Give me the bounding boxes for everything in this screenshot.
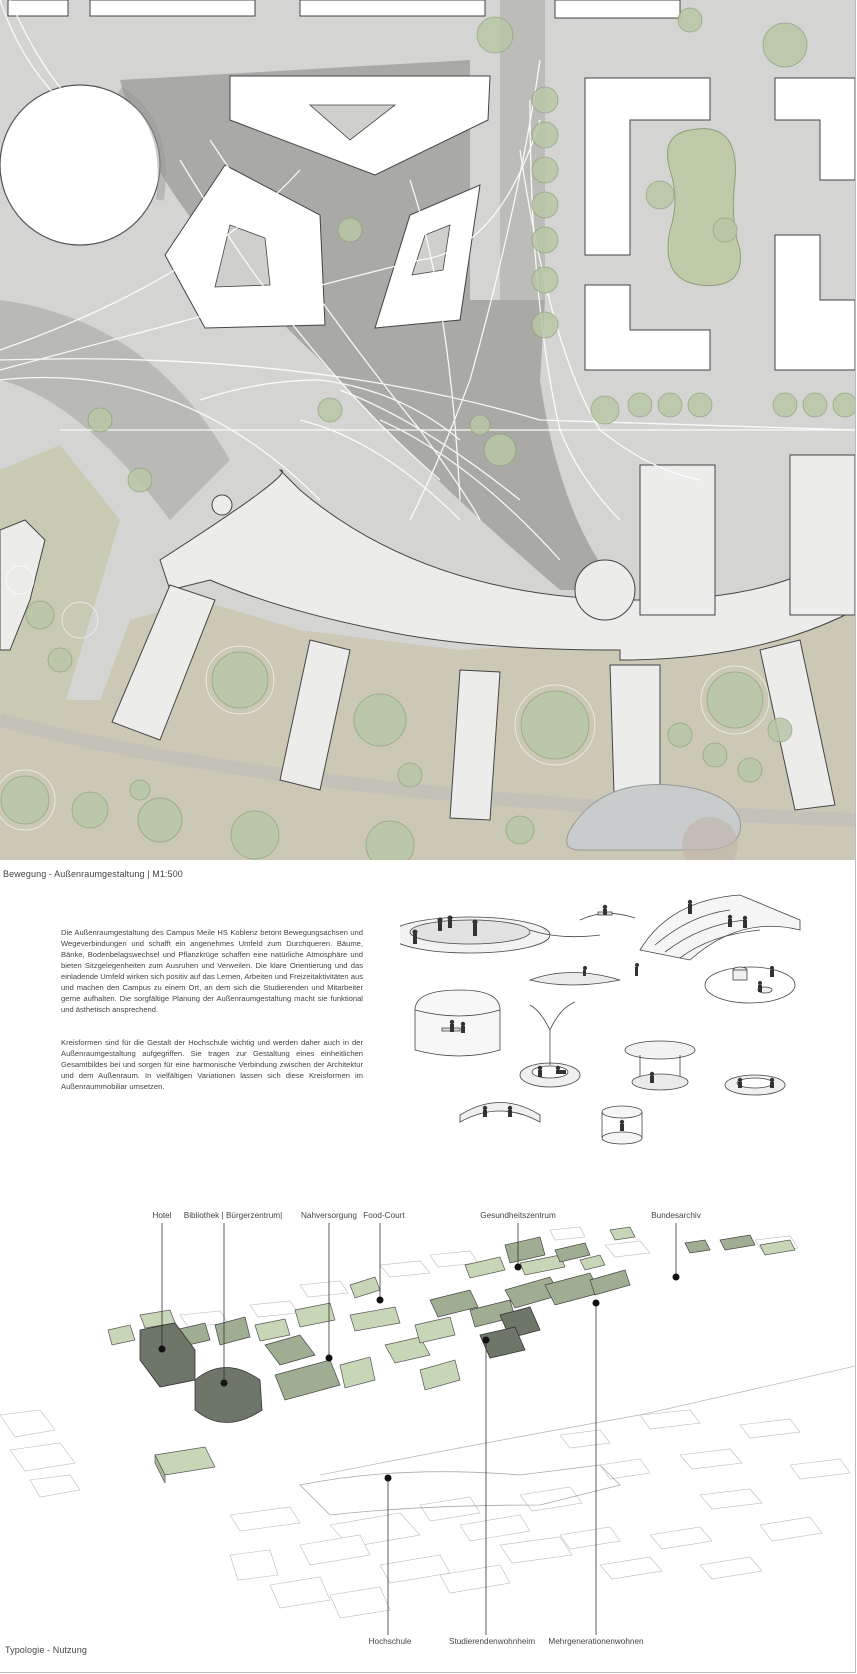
block-right-2: [789, 454, 855, 616]
typology-diagram: [0, 1215, 857, 1645]
building-top-3: [299, 0, 486, 17]
wing-5: [759, 639, 836, 811]
courtyard-right: [411, 224, 451, 276]
plaza-circle: [682, 817, 738, 860]
vignette-canopy: [624, 1040, 696, 1091]
label-supply: Nahversorgung: [301, 1211, 357, 1220]
vignette-cylinder: [414, 989, 501, 1057]
planter-oval: [667, 128, 741, 287]
campus-outline: [299, 1464, 621, 1516]
vignette-hill-bench: [579, 911, 636, 921]
vignette-mound: [389, 916, 601, 954]
building-l-2: [584, 284, 711, 371]
context-buildings: [0, 1226, 851, 1619]
vignette-ring-right: [724, 1074, 786, 1096]
wing-2: [279, 639, 351, 791]
vignette-ring-sculpture: [519, 1001, 581, 1088]
movement-lines: [0, 0, 855, 561]
wing-1: [111, 584, 216, 741]
courtyard-triangle: [308, 104, 397, 141]
label-library: Bibliothek | Bürgerzentrum|: [183, 1211, 283, 1220]
site-curve: [319, 1365, 857, 1476]
site-plan: [0, 0, 855, 860]
label-foodcourt: Food-Court: [363, 1211, 405, 1220]
furniture-vignettes: [389, 890, 840, 1150]
wing-3: [449, 669, 501, 821]
vignette-arc-bench: [459, 1102, 541, 1123]
building-west: [0, 519, 46, 651]
label-dots: [158, 1263, 680, 1482]
building-top-1: [7, 0, 69, 17]
building-top-4: [554, 0, 681, 19]
label-hotel: Hotel: [152, 1211, 172, 1220]
dark-buildings: [139, 1306, 541, 1423]
label-multigen: Mehrgenerationenwohnen: [548, 1637, 644, 1646]
small-round: [211, 494, 233, 516]
mid-green-buildings: [174, 1234, 756, 1401]
trees: [0, 7, 855, 860]
building-l-3: [774, 77, 855, 181]
building-top-2: [89, 0, 256, 17]
round-annex: [574, 559, 636, 621]
tree-rings: [0, 565, 770, 831]
building-l-1: [584, 77, 711, 256]
label-university: Hochschule: [368, 1637, 412, 1646]
label-student-housing: Studierendenwohnheim: [448, 1637, 536, 1646]
block-right-1: [639, 464, 716, 616]
vignette-booth: [601, 1105, 643, 1145]
plan-caption: Bewegung - Außenraumgestaltung | M1:500: [3, 869, 183, 879]
vignette-people: [412, 899, 775, 1131]
vignette-steps: [639, 894, 801, 961]
vignette-lens: [528, 972, 621, 986]
vignette-stools: [704, 966, 796, 1004]
building-l-4: [774, 234, 855, 371]
rotunda-shadow: [117, 86, 166, 201]
description-paragraph-2: Kreisformen sind für die Gestalt der Hoc…: [61, 1038, 363, 1091]
label-archive: Bundesarchiv: [651, 1211, 701, 1220]
lawn-west: [0, 445, 120, 730]
typology-caption: Typologie - Nutzung: [5, 1645, 87, 1655]
rotunda: [0, 84, 161, 246]
light-green-buildings: [107, 1226, 796, 1484]
leader-lines: [161, 1223, 677, 1635]
description-paragraph-1: Die Außenraumgestaltung des Campus Meile…: [61, 928, 363, 1014]
label-health: Gesundheitszentrum: [480, 1211, 556, 1220]
